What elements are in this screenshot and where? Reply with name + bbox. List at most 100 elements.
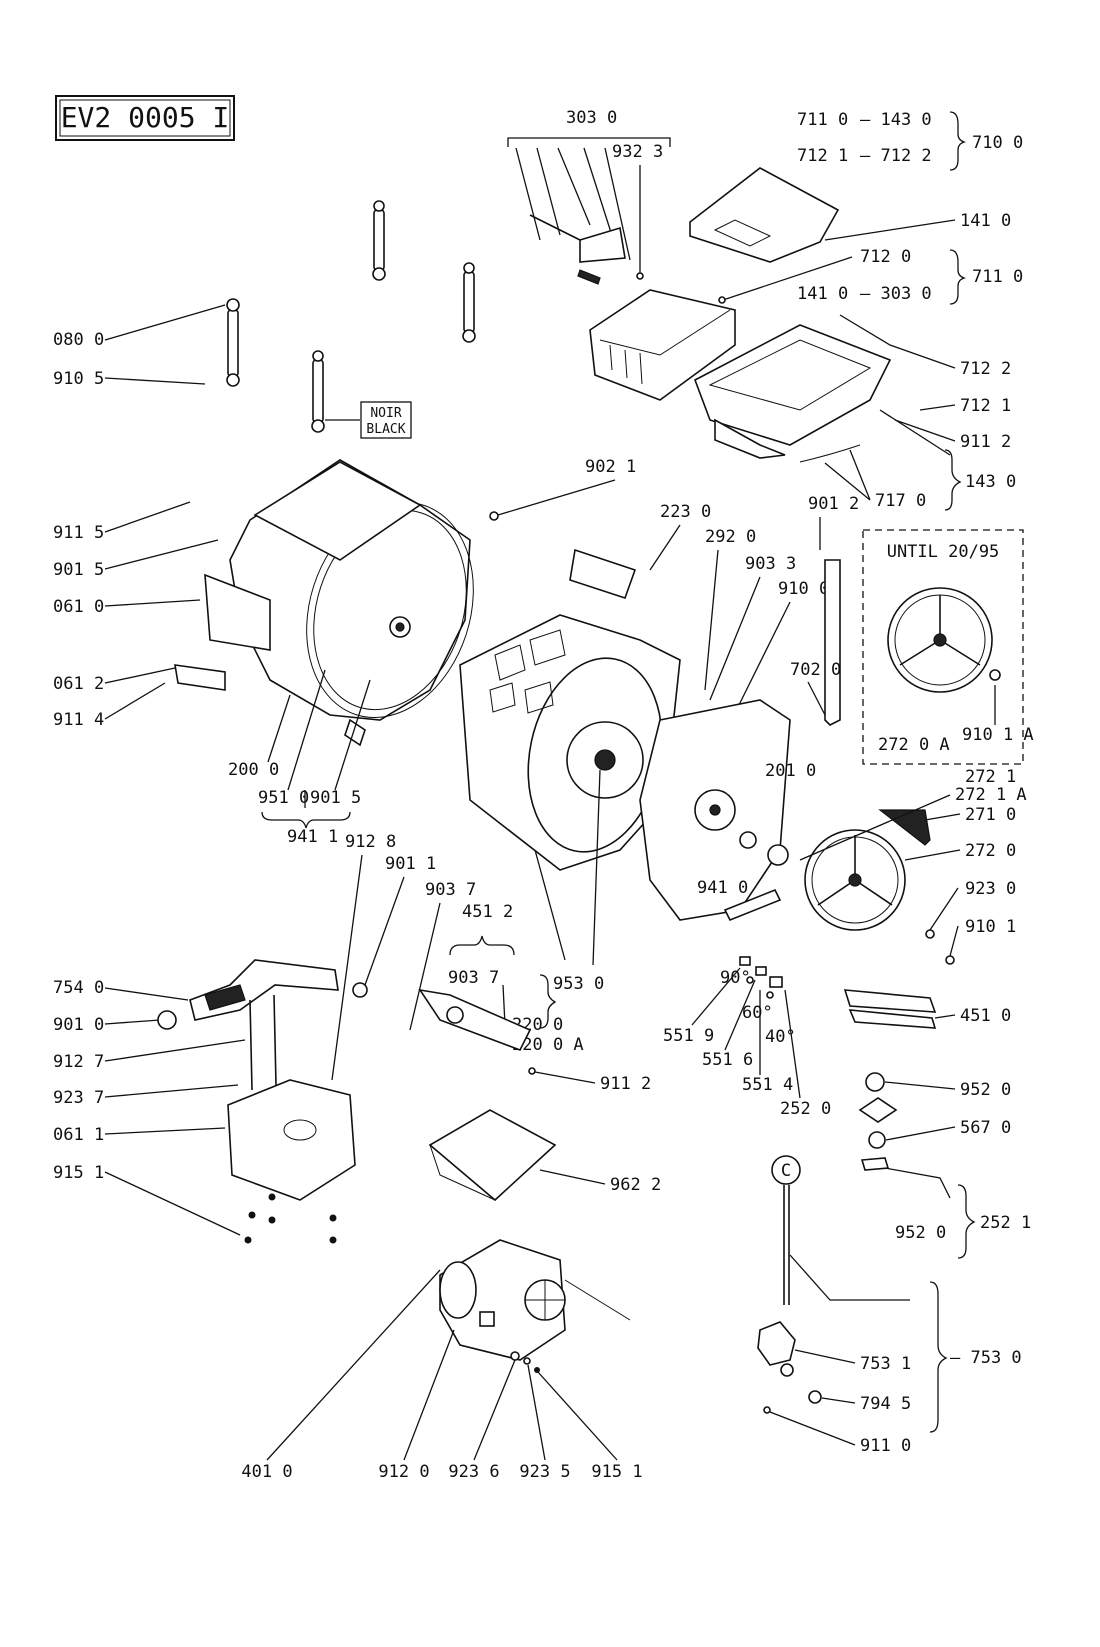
leader-915-1b <box>537 1371 618 1461</box>
ref-143-0: — 143 0 <box>860 110 932 130</box>
leader-903-7a <box>409 902 441 1031</box>
label-551-4: 551 4 <box>742 1075 793 1095</box>
leader-401-0 <box>266 1269 441 1461</box>
motor-connector <box>479 1311 495 1327</box>
dispenser-parts <box>529 214 626 263</box>
label-903-7a: 903 7 <box>425 880 476 900</box>
label-220-0A: 220 0 A <box>512 1035 584 1055</box>
tub-rim <box>306 502 474 718</box>
diagram-code: EV2 0005 I <box>61 101 230 134</box>
label-953-0: 953 0 <box>553 974 604 994</box>
leader-061-2 <box>104 667 176 684</box>
leader-200-0 <box>267 694 291 763</box>
label-702-0: 702 0 <box>790 660 841 680</box>
label-200-0: 200 0 <box>228 760 279 780</box>
label-272-1: 272 1 <box>965 767 1016 787</box>
nuts-915-1 <box>244 1193 337 1244</box>
front-tub-bearing-center <box>709 804 721 816</box>
label-932-3: 932 3 <box>612 142 663 162</box>
label-915-1a: 915 1 <box>53 1163 104 1183</box>
label-794-5: 794 5 <box>860 1394 911 1414</box>
leader-962-2 <box>539 1169 606 1185</box>
leader-911-2a <box>894 419 956 442</box>
leader-567-0 <box>885 1126 956 1141</box>
drum-hub <box>594 749 616 771</box>
label-201-0: 201 0 <box>765 761 816 781</box>
bracket-061-2 <box>174 664 226 691</box>
filter-952-0b <box>860 1157 890 1171</box>
label-90: 90° <box>720 968 751 988</box>
label-451-2: 451 2 <box>462 902 513 922</box>
leader-551-9 <box>691 967 741 1026</box>
label-401-0: 401 0 <box>241 1462 292 1482</box>
brace-451-2 <box>449 935 515 956</box>
label-902-1: 902 1 <box>585 457 636 477</box>
leader-902-1 <box>497 479 616 516</box>
c-marker-text: C <box>781 1161 791 1181</box>
shock-absorbers <box>226 200 476 433</box>
label-754-0: 754 0 <box>53 978 104 998</box>
solenoid-port <box>780 1363 794 1377</box>
leader-712-1 <box>919 404 956 411</box>
black-text: BLACK <box>366 422 405 437</box>
bracket-side <box>429 1144 496 1201</box>
leader-702-0 <box>807 681 826 716</box>
housing-valve <box>714 418 786 459</box>
nut-915-1b <box>534 1367 540 1373</box>
brace-753-0 <box>929 1281 948 1433</box>
label-911-4: 911 4 <box>53 710 104 730</box>
leader-912-8 <box>331 854 363 1081</box>
label-712-1: 712 1 <box>960 396 1011 416</box>
bracket-941-0 <box>723 888 782 922</box>
housing-rim <box>708 339 872 411</box>
ref-711-0: 711 0 <box>797 110 848 130</box>
ring-794-5 <box>808 1390 822 1404</box>
lid-window <box>713 219 772 247</box>
bracket-962-2 <box>428 1109 557 1202</box>
leader-923-6 <box>473 1359 516 1461</box>
label-910-0: 910 0 <box>778 579 829 599</box>
label-923-7: 923 7 <box>53 1088 104 1108</box>
label-061-0: 061 0 <box>53 597 104 617</box>
label-901-0: 901 0 <box>53 1015 104 1035</box>
label-911-0: 911 0 <box>860 1436 911 1456</box>
leader-451-0 <box>934 1014 956 1019</box>
group-711-0: 711 0 <box>972 267 1023 287</box>
label-272-1A: 272 1 A <box>955 785 1027 805</box>
label-143-0: 143 0 <box>965 472 1016 492</box>
label-252-0: 252 0 <box>780 1099 831 1119</box>
label-901-5b: 901 5 <box>310 788 361 808</box>
leader-911-2b <box>534 1071 596 1084</box>
leader-910-1 <box>949 925 959 957</box>
leader-271-0 <box>924 813 961 821</box>
leader-923-0 <box>929 887 959 931</box>
leader-252-0 <box>784 989 801 1099</box>
valve-567-0 <box>868 1131 886 1149</box>
leader-272-1 <box>799 794 951 861</box>
leader-901-0 <box>104 1019 161 1025</box>
old-pulley-spokes <box>899 595 981 666</box>
leader-912-7 <box>104 1039 246 1062</box>
screw-911-0 <box>763 1406 771 1414</box>
noir-text: NOIR <box>370 406 401 421</box>
label-272-0A: 272 0 A <box>878 735 950 755</box>
leader-923-7 <box>104 1084 239 1098</box>
clamp-901-0 <box>157 1010 177 1030</box>
leader-717-0 <box>824 449 871 501</box>
heater-element-451-2 <box>418 988 532 1052</box>
ref-303-0: — 303 0 <box>860 284 932 304</box>
brace-220 <box>539 974 557 1029</box>
washer-923-5 <box>523 1357 531 1365</box>
label-141-0a: 141 0 <box>960 211 1011 231</box>
label-911-5: 911 5 <box>53 523 104 543</box>
label-551-6: 551 6 <box>702 1050 753 1070</box>
leader-712-2 <box>839 314 956 369</box>
leader-794-5 <box>821 1397 856 1404</box>
label-962-2: 962 2 <box>610 1175 661 1195</box>
label-753-0: — 753 0 <box>950 1348 1022 1368</box>
label-941-1: 941 1 <box>287 827 338 847</box>
heater-bracket-223 <box>569 548 637 600</box>
label-567-0: 567 0 <box>960 1118 1011 1138</box>
ref-712-1: 712 1 <box>797 146 848 166</box>
leader-754-0 <box>104 987 189 1001</box>
